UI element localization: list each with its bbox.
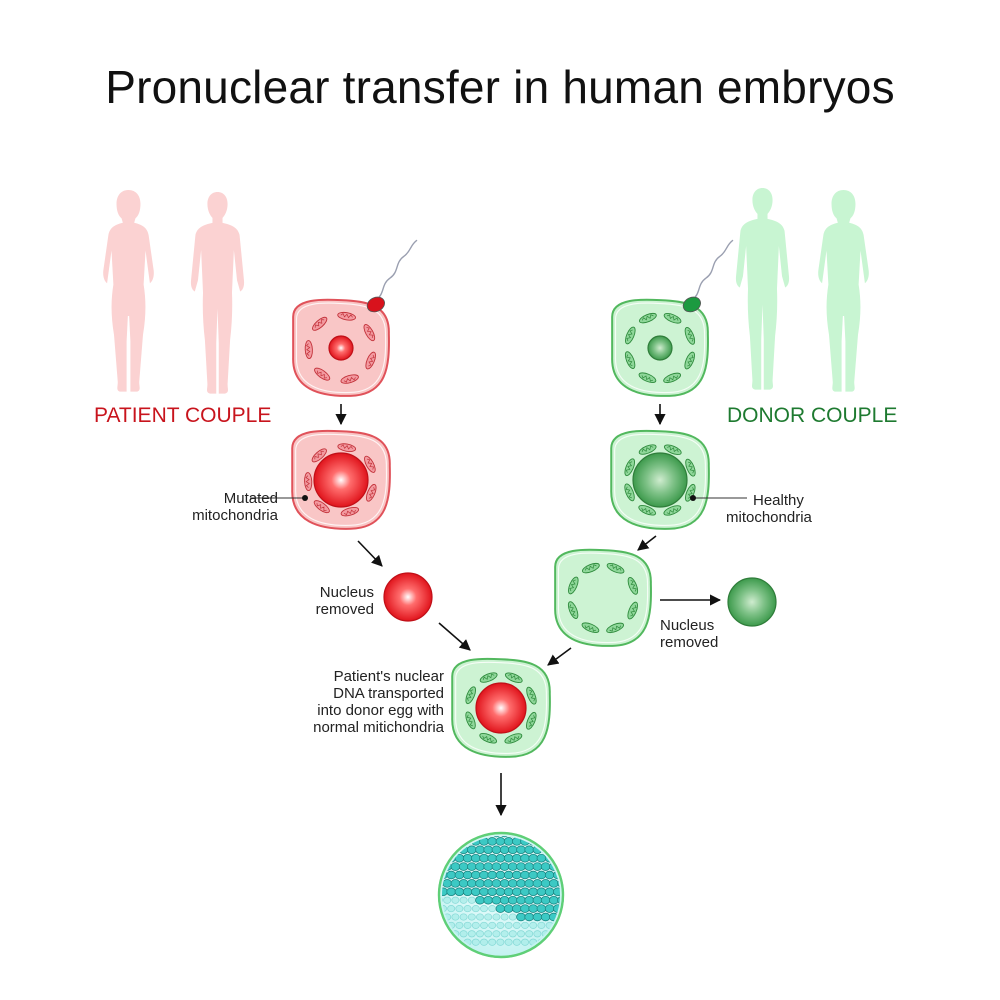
enucleated-donor-cell: [554, 548, 652, 647]
mitochondrion-icon: [363, 324, 376, 342]
healthy-mitochondria-label: Healthy mitochondria: [726, 492, 812, 526]
arrow-enucleated-to-embryo: [547, 647, 572, 666]
mitochondrion-icon: [663, 444, 682, 456]
mitochondrion-icon: [581, 562, 600, 574]
transfer-description-label: Patient's nuclear DNA transported into d…: [313, 668, 444, 736]
mitochondrion-icon: [638, 312, 657, 324]
mitochondrion-icon: [625, 326, 636, 345]
mitochondrion-icon: [638, 504, 657, 516]
mitochondrion-icon: [365, 483, 377, 502]
man-silhouette-icon: [735, 188, 790, 390]
mitochondrion-icon: [312, 316, 328, 331]
mitochondrion-icon: [627, 601, 638, 620]
mitochondrion-icon: [526, 686, 537, 705]
nucleus-removed-left-label: Nucleus removed: [315, 584, 374, 618]
woman-silhouette-icon: [103, 190, 154, 392]
mitochondrion-icon: [304, 340, 313, 360]
patient-couple-label: PATIENT COUPLE: [94, 404, 272, 427]
sperm-icon: [366, 239, 418, 313]
nucleus: [313, 452, 369, 508]
mitochondrion-icon: [684, 351, 695, 370]
page-title: Pronuclear transfer in human embryos: [105, 61, 895, 113]
mitochondrion-icon: [624, 458, 636, 477]
removed-donor-nucleus: [727, 577, 777, 627]
arrow-nucleus-to-embryo: [438, 622, 471, 651]
mitochondrion-icon: [479, 732, 498, 744]
blastocyst-embryo: [437, 831, 565, 959]
mitochondrion-icon: [504, 733, 523, 744]
mitochondrion-icon: [606, 563, 625, 574]
donor-egg-cell: [611, 298, 709, 397]
mitochondrion-icon: [568, 576, 579, 595]
mitochondrion-icon: [365, 351, 376, 370]
nucleus: [632, 452, 688, 508]
mitochondrion-icon: [684, 326, 696, 345]
mitochondrion-icon: [364, 455, 376, 473]
mitochondrion-icon: [465, 686, 477, 705]
nucleus: [328, 335, 354, 361]
mitochondrion-icon: [525, 711, 537, 730]
pointer-dot: [690, 495, 696, 501]
mitochondrion-icon: [479, 672, 498, 683]
mitochondrion-icon: [684, 483, 696, 502]
woman-silhouette-icon: [818, 190, 869, 392]
nucleus: [475, 682, 527, 734]
patient-zygote-cell: [291, 429, 391, 530]
removed-patient-nucleus: [383, 572, 433, 622]
mitochondrion-icon: [624, 483, 635, 502]
mitochondrion-icon: [504, 672, 523, 684]
mitochondrion-icon: [663, 313, 682, 324]
donor-couple-label: DONOR COUPLE: [727, 404, 898, 427]
mitochondrion-icon: [340, 506, 360, 517]
arrow-patient-to-nucleus: [357, 540, 383, 567]
mitochondrion-icon: [624, 351, 636, 370]
mitochondrion-icon: [638, 372, 657, 383]
arrow-donor-to-enucleated: [637, 535, 657, 551]
reconstructed-embryo-cell: [451, 657, 551, 758]
mitochondrion-icon: [337, 443, 357, 452]
mitochondrion-icon: [627, 576, 639, 595]
mitochondrion-icon: [313, 500, 330, 514]
sperm-icon: [682, 239, 734, 313]
mitochondrion-icon: [663, 505, 682, 516]
mitochondrion-icon: [685, 458, 696, 477]
mitochondrion-icon: [638, 444, 657, 455]
nucleus: [647, 335, 673, 361]
mitochondrion-icon: [465, 711, 476, 730]
pointer-dot: [302, 495, 308, 501]
mitochondrion-icon: [304, 472, 313, 492]
mitochondrion-icon: [337, 311, 356, 321]
mitochondrion-icon: [567, 601, 579, 620]
mitochondrion-icon: [606, 622, 625, 634]
mitochondrion-icon: [314, 367, 331, 381]
mitochondrion-icon: [340, 374, 359, 384]
mitochondrion-icon: [581, 622, 600, 633]
donor-zygote-cell: [610, 429, 710, 530]
mitochondrion-icon: [663, 372, 682, 384]
man-silhouette-icon: [190, 192, 245, 394]
mitochondrion-icon: [311, 448, 327, 463]
mutated-mitochondria-label: Mutated mitochondria: [192, 490, 278, 524]
nucleus-removed-right-label: Nucleus removed: [660, 617, 719, 651]
patient-egg-cell: [292, 298, 390, 397]
